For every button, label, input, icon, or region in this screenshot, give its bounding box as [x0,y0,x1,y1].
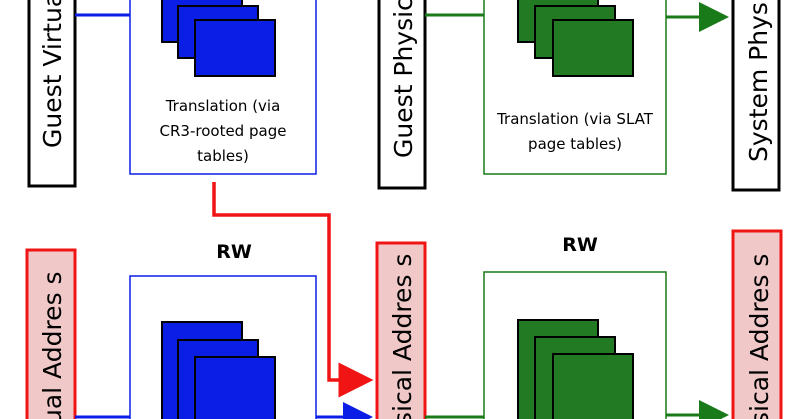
system-physical-address-box: System Physical [731,0,781,192]
guest-virtual-label: Guest Virtual [38,0,67,148]
bottom-middle-address-box: sical Addres s [375,241,427,419]
guest-physical-address-box: Guest Physical [377,0,427,190]
bottom-slat-page-tables-icon [517,319,634,419]
bottom-slat-translation-box [483,271,667,419]
bottom-left-address-label: ual Addres s [38,271,67,419]
cr3-caption-line-2: CR3-rooted page [160,122,287,140]
slat-caption-line-2: page tables) [528,135,622,153]
rw-label-left: RW [216,241,252,263]
cr3-to-guest-physical-red-arrow [212,182,374,398]
cr3-caption-line-3: tables) [197,147,249,165]
bottom-right-address-box: sical Addres s [731,229,783,419]
bottom-cr3-translation-box [129,275,317,419]
cr3-page-tables-icon [161,0,276,77]
bottom-right-address-label: sical Addres s [745,254,774,419]
rw-label-right: RW [562,234,598,256]
slat-page-tables-icon [517,0,634,77]
bottom-middle-address-label: sical Addres s [388,254,417,419]
bottom-cr3-page-tables-icon [161,321,276,419]
slat-caption-line-1: Translation (via SLAT [496,110,654,128]
slat-translation-box: Translation (via SLAT page tables) [483,0,667,175]
bottom-left-address-box: ual Addres s [25,248,77,419]
system-physical-label: System Physical [744,0,773,162]
guest-physical-label: Guest Physical [389,0,418,158]
cr3-caption-line-1: Translation (via [165,97,281,115]
cr3-translation-box: Translation (via CR3-rooted page tables) [129,0,317,175]
guest-virtual-address-box: Guest Virtual [27,0,77,188]
